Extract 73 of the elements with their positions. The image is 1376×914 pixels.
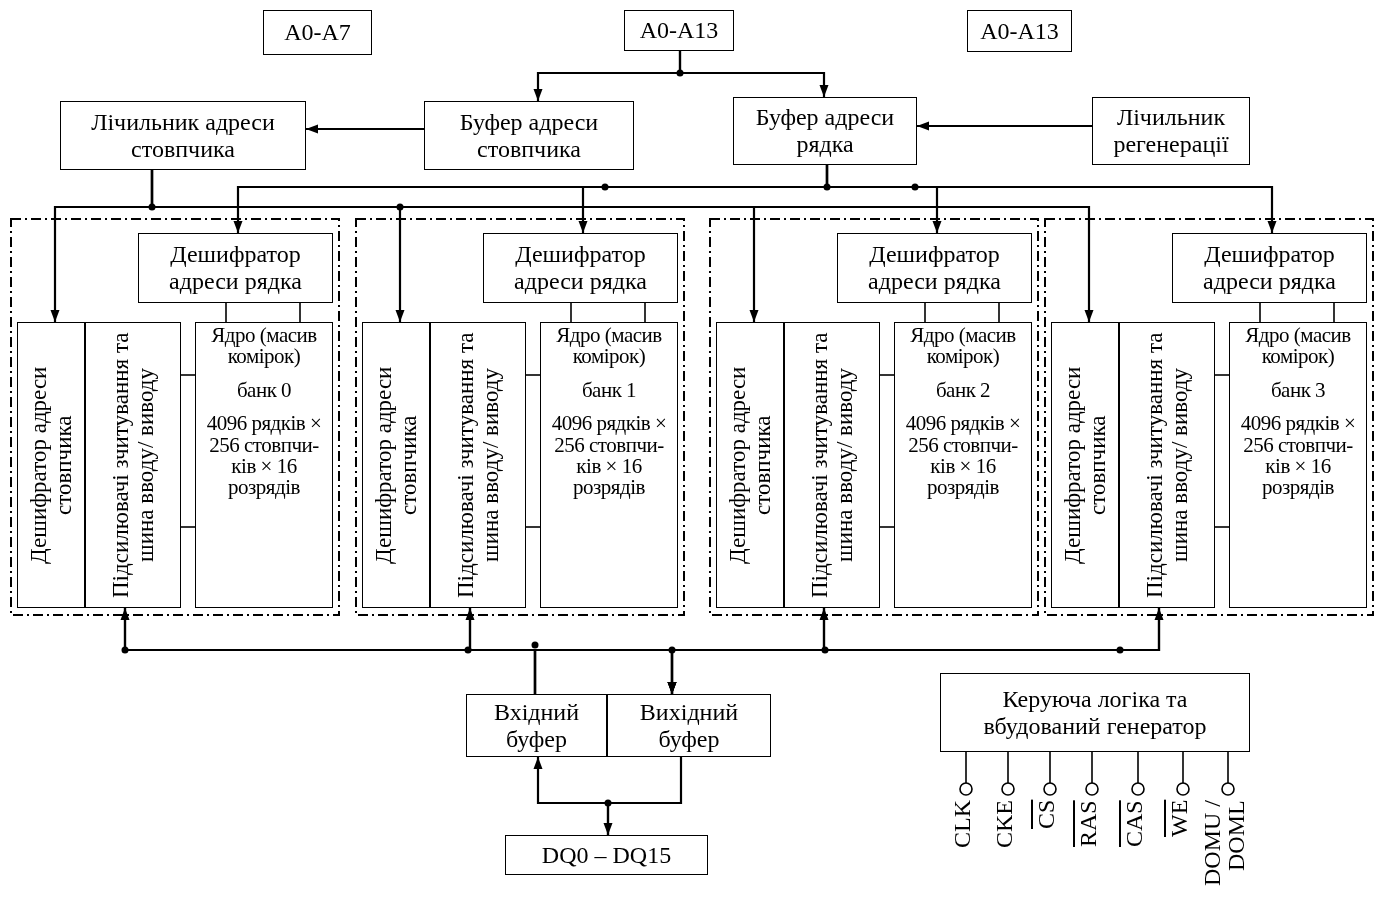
arrow	[825, 165, 1277, 233]
arrow	[667, 608, 1161, 694]
vertical-block: Підсилювачі зчитування та шина вводу/ виводу	[1119, 322, 1215, 608]
block-box: A0-A7	[263, 10, 372, 55]
block-text: банк 0	[235, 379, 293, 402]
block-box: Лічильник адреси стовпчика	[60, 101, 306, 170]
connector-line	[879, 374, 895, 376]
block-box: Лічильник регенерації	[1092, 97, 1250, 165]
pin-label: RAS	[1076, 800, 1100, 849]
memory-bank-frame	[10, 218, 340, 616]
memory-core-box	[540, 322, 678, 608]
block-box: Буфер адреси стовпчика	[424, 101, 634, 170]
block-box: Дешифратор адреси рядка	[483, 233, 678, 303]
connector-line	[1259, 302, 1261, 323]
block-box: DQ0 – DQ15	[505, 835, 708, 875]
pin-label: CKE	[992, 800, 1016, 850]
connector-line	[879, 526, 895, 528]
vertical-block: Дешифратор адреси стовпчика	[716, 322, 784, 608]
block-text: банк 2	[934, 379, 992, 402]
vertical-block: Підсилювачі зчитування та шина вводу/ виводу	[784, 322, 880, 608]
connector-line	[998, 302, 1000, 323]
connector-line	[1214, 526, 1230, 528]
block-text: Ядро (масив комірок)	[909, 325, 1017, 368]
memory-core-box	[195, 322, 333, 608]
block-box: Дешифратор адреси рядка	[1172, 233, 1367, 303]
block-text: банк 1	[580, 379, 638, 402]
block-text: 4096 рядків × 256 стовпчи- ків × 16 розрядів	[904, 413, 1022, 499]
arrow	[678, 51, 829, 97]
connector-line	[1214, 374, 1230, 376]
connector-line	[180, 526, 196, 528]
block-text: 4096 рядків × 256 стовпчи- ків × 16 розрядів	[205, 413, 323, 499]
block-box: Дешифратор адреси рядка	[837, 233, 1032, 303]
memory-bank-frame	[355, 218, 685, 616]
vertical-block: Дешифратор адреси стовпчика	[17, 322, 85, 608]
memory-core-box	[1229, 322, 1367, 608]
arrow	[306, 124, 424, 134]
block-box: Вихідний буфер	[607, 694, 771, 757]
block-box: Буфер адреси рядка	[733, 97, 917, 165]
vertical-block: Підсилювачі зчитування та шина вводу/ виводу	[85, 322, 181, 608]
block-text: банк 3	[1269, 379, 1327, 402]
connector-line	[570, 302, 572, 323]
vertical-block: Дешифратор адреси стовпчика	[362, 322, 430, 608]
pin-label: DOMU / DOML	[1200, 800, 1248, 888]
pin-label: CLK	[950, 800, 974, 850]
block-box: A0-A13	[624, 10, 734, 51]
vertical-block: Підсилювачі зчитування та шина вводу/ виводу	[430, 322, 526, 608]
arrow	[917, 121, 1092, 131]
connector-line	[299, 302, 301, 323]
connector-line	[225, 302, 227, 323]
memory-core-box	[894, 322, 1032, 608]
arrow	[150, 170, 1094, 322]
block-text: Ядро (масив комірок)	[210, 325, 318, 368]
memory-bank-frame	[1044, 218, 1374, 616]
block-text: 4096 рядків × 256 стовпчи- ків × 16 розрядів	[550, 413, 668, 499]
arrow	[533, 757, 610, 835]
memory-bank-frame	[709, 218, 1039, 616]
vertical-block: Дешифратор адреси стовпчика	[1051, 322, 1119, 608]
pin-label: CAS	[1122, 800, 1146, 849]
connector-line	[1333, 302, 1335, 323]
block-text: Ядро (масив комірок)	[1244, 325, 1352, 368]
pin-label: WE	[1167, 800, 1191, 840]
block-box: Вхідний буфер	[466, 694, 607, 757]
block-text: Ядро (масив комірок)	[555, 325, 663, 368]
connector-line	[525, 374, 541, 376]
connector-line	[180, 374, 196, 376]
connector-line	[525, 526, 541, 528]
pin-label: CS	[1034, 800, 1058, 832]
connector-line	[644, 302, 646, 323]
block-box: Дешифратор адреси рядка	[138, 233, 333, 303]
block-box: Керуюча логіка та вбудований генератор	[940, 673, 1250, 752]
block-text: 4096 рядків × 256 стовпчи- ків × 16 розрядів	[1239, 413, 1357, 499]
block-box: A0-A13	[967, 10, 1072, 52]
connector-line	[924, 302, 926, 323]
